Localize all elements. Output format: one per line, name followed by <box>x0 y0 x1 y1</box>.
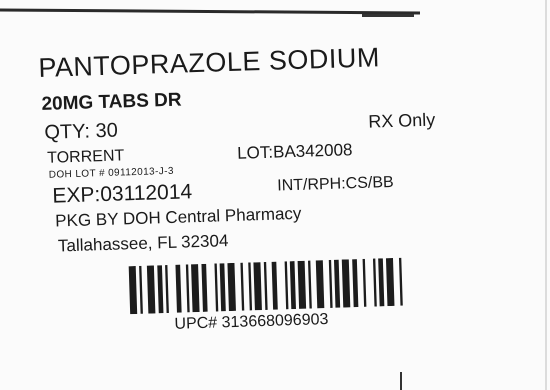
barcode-bar <box>191 264 200 313</box>
drug-name: PANTOPRAZOLE SODIUM <box>37 42 381 83</box>
upc-number: UPC# 313668096903 <box>174 311 329 333</box>
doh-lot-number: DOH LOT # 09112013-J-3 <box>48 165 175 181</box>
barcode-graphic <box>128 257 403 315</box>
barcode-bar <box>328 259 333 308</box>
barcode-bar <box>240 262 245 311</box>
barcode-bar <box>307 260 312 309</box>
lot-number: LOT:BA342008 <box>236 140 353 163</box>
barcode-bar <box>201 263 208 312</box>
barcode-bar <box>385 257 395 307</box>
barcode-bar <box>139 265 143 314</box>
barcode-bar <box>271 261 278 310</box>
barcode-bar <box>128 266 138 315</box>
barcode-bar <box>315 260 325 309</box>
barcode-bar <box>185 264 190 313</box>
barcode-bar <box>372 258 377 307</box>
rx-only: RX Only <box>367 109 436 132</box>
label-top-edge-mark <box>362 14 414 17</box>
barcode <box>127 256 458 315</box>
barcode-bar <box>146 265 156 314</box>
barcode-bar <box>352 259 359 308</box>
barcode-bar <box>253 262 262 311</box>
barcode-bar <box>157 265 164 314</box>
label-right-edge <box>545 0 547 390</box>
barcode-bar <box>398 257 403 306</box>
barcode-bar <box>248 262 253 311</box>
barcode-bar <box>175 264 182 313</box>
barcode-bar <box>165 265 169 314</box>
barcode-bar <box>289 261 296 310</box>
packaged-by: PKG BY DOH Central Pharmacy <box>54 203 302 231</box>
barcode-bar <box>378 258 385 307</box>
quantity: QTY: 30 <box>44 119 119 144</box>
barcode-bar <box>227 262 236 312</box>
barcode-bar <box>341 259 351 308</box>
barcode-bar <box>284 261 289 310</box>
barcode-bar <box>214 263 219 312</box>
label-content: PANTOPRAZOLE SODIUM 20MG TABS DR QTY: 30… <box>38 41 468 333</box>
label-top-edge <box>0 8 421 15</box>
manufacturer: TORRENT <box>46 147 125 167</box>
barcode-bar <box>362 258 367 307</box>
drug-strength: 20MG TABS DR <box>41 89 182 115</box>
expiration-date: EXP:03112014 <box>52 180 193 208</box>
int-rph: INT/RPH:CS/BB <box>276 173 394 195</box>
barcode-bar <box>219 263 226 312</box>
barcode-bar <box>333 259 341 308</box>
label-bottom-mark <box>400 372 402 390</box>
barcode-bar <box>263 261 268 310</box>
barcode-bar <box>297 260 307 309</box>
pharmacy-city: Tallahassee, FL 32304 <box>57 231 229 256</box>
